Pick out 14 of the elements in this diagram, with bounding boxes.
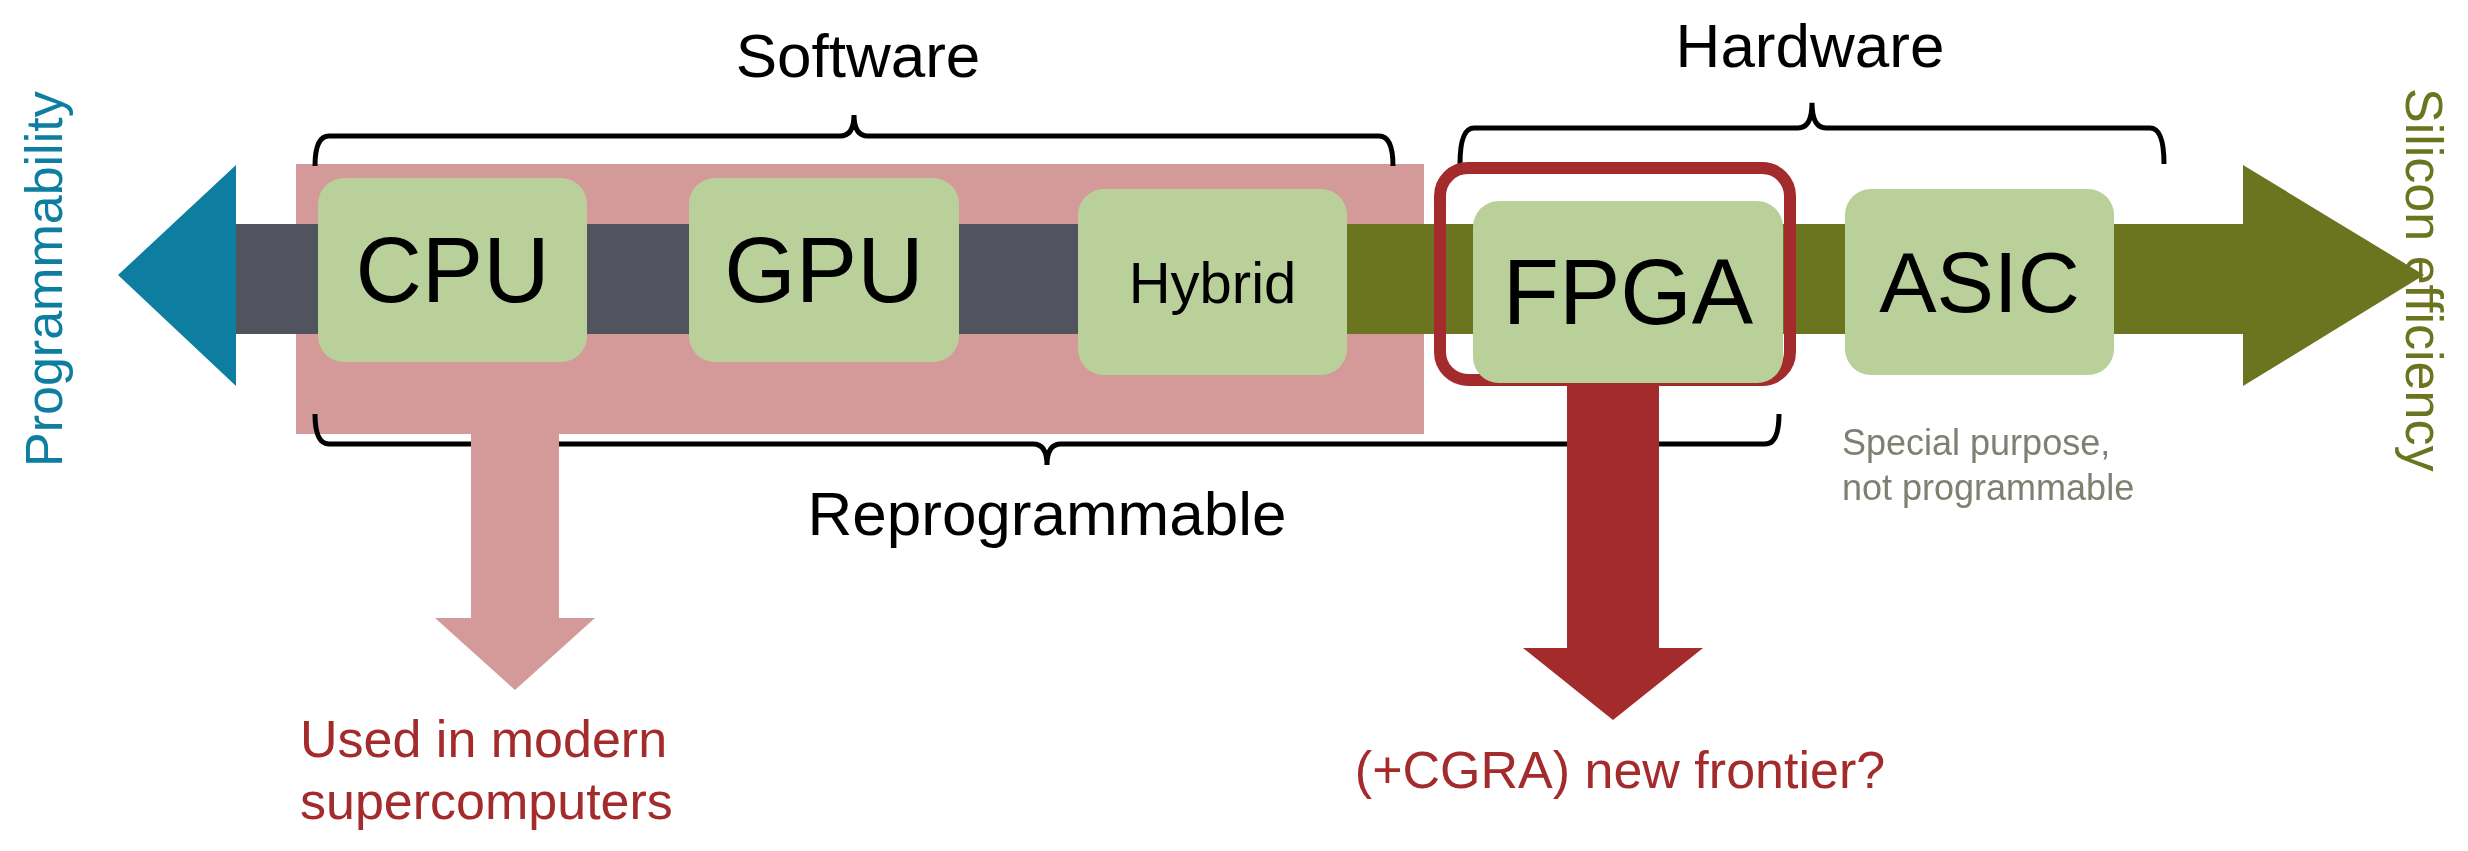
arrow — [435, 434, 595, 690]
component-box: CPU — [318, 178, 587, 362]
component-box: FPGA — [1473, 201, 1783, 383]
group-label: Software — [735, 20, 981, 91]
note-text: Special purpose, not programmable — [1842, 421, 2136, 510]
highlight-outline — [1434, 162, 1796, 386]
component-box: GPU — [689, 178, 959, 362]
axis-label: Programmability — [14, 90, 74, 470]
note-text: Used in modern supercomputers — [300, 700, 770, 840]
group-label: Hardware — [1675, 10, 1945, 81]
group-label: Reprogrammable — [807, 478, 1287, 549]
note-text: (+CGRA) new frontier? — [1300, 730, 1940, 810]
component-box: ASIC — [1845, 189, 2114, 375]
component-box: Hybrid — [1078, 189, 1347, 375]
